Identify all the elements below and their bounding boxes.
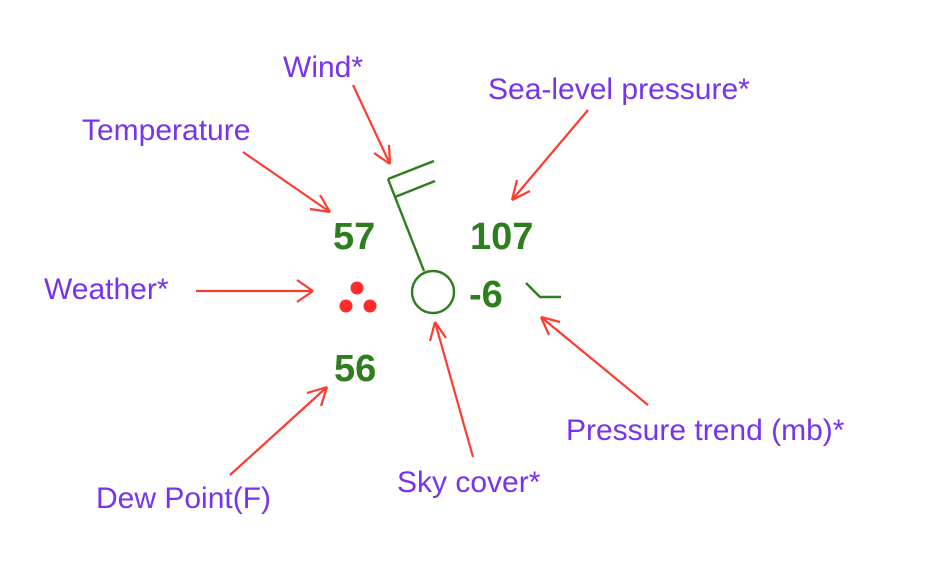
- label-temperature: Temperature: [82, 114, 250, 147]
- wind-barb-icon: [386, 159, 436, 272]
- pressure-trend-falling-steady-icon: [525, 282, 561, 299]
- station-symbols: [386, 159, 561, 315]
- arrows: [196, 84, 649, 476]
- arrow-sky-cover: [428, 321, 475, 458]
- label-pressure-trend: Pressure trend (mb)*: [566, 414, 845, 447]
- label-dew-point: Dew Point(F): [96, 482, 271, 515]
- value-sea-level-pressure: 107: [470, 216, 533, 258]
- value-dew-point: 56: [334, 348, 376, 390]
- value-temperature: 57: [333, 216, 375, 258]
- label-sky-cover: Sky cover*: [397, 466, 541, 499]
- value-pressure-trend: -6: [469, 274, 503, 316]
- arrow-weather: [196, 279, 314, 303]
- sky-cover-circle-icon: [410, 269, 456, 315]
- arrow-pressure-trend: [539, 315, 649, 406]
- weather-rain-dots-icon: [339, 281, 377, 313]
- label-sea-level-pressure: Sea-level pressure*: [488, 73, 750, 106]
- arrow-wind: [352, 84, 392, 165]
- arrow-dew-point: [229, 385, 329, 476]
- label-weather: Weather*: [44, 273, 169, 306]
- arrow-sea-level-pressure: [510, 109, 589, 201]
- label-wind: Wind*: [283, 51, 363, 84]
- arrow-temperature: [242, 151, 331, 214]
